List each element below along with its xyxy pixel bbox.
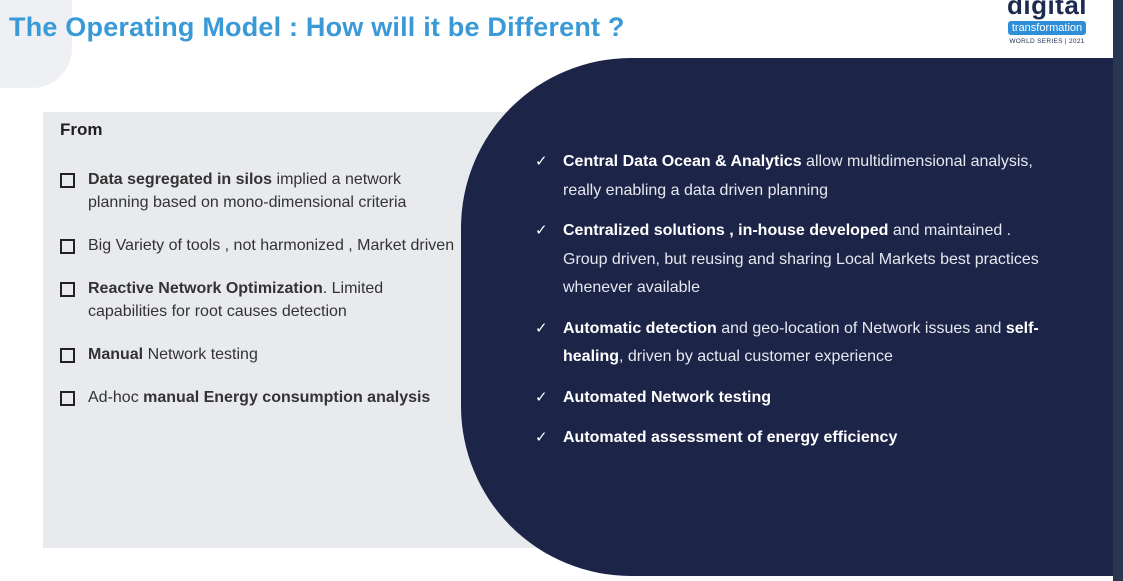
to-item-text: Central Data Ocean & Analytics allow mul…: [563, 148, 1055, 205]
from-item-bold: manual Energy consumption analysis: [143, 389, 431, 406]
to-heading: To: [481, 74, 501, 93]
checkmark-icon: ✓: [535, 222, 548, 239]
checkmark-icon: ✓: [535, 153, 548, 170]
from-item: Data segregated in silos implied a netwo…: [60, 168, 460, 214]
checkbox-icon: [60, 348, 75, 363]
from-item-text: Big Variety of tools , not harmonized , …: [88, 234, 454, 257]
slide-title: The Operating Model : How will it be Dif…: [9, 12, 625, 42]
to-item-bold: self-healing: [563, 319, 1039, 366]
checkbox-icon: [60, 239, 75, 254]
from-item-bold: Data segregated in silos: [88, 171, 273, 188]
event-logo: digital transformation WORLD SERIES | 20…: [1001, 0, 1093, 45]
checkbox-icon: [60, 391, 75, 406]
to-item: ✓ Automated assessment of energy efficien…: [535, 424, 1055, 453]
to-item-bold: Centralized solutions , in-house develop…: [563, 222, 889, 239]
to-item-rest: and geo-location of Network issues and: [716, 319, 1006, 337]
from-item: Ad-hoc manual Energy consumption analysi…: [60, 386, 460, 409]
logo-word: digital: [1006, 0, 1088, 20]
checkbox-icon: [60, 173, 75, 188]
to-item-bold: Automated Network testing: [563, 388, 772, 406]
to-item-text: Automatic detection and geo-location of …: [563, 315, 1055, 372]
checkbox-icon: [60, 282, 75, 297]
from-item-rest: Network testing: [143, 346, 258, 363]
corner-decoration: [0, 0, 72, 88]
to-item: ✓ Centralized solutions , in-house develo…: [535, 217, 1055, 303]
from-item-text: Ad-hoc manual Energy consumption analysi…: [88, 386, 430, 409]
from-item: Reactive Network Optimization. Limited c…: [60, 277, 460, 323]
to-item-bold: Central Data Ocean & Analytics: [563, 153, 802, 170]
checkmark-icon: ✓: [535, 429, 548, 446]
from-item: Big Variety of tools , not harmonized , …: [60, 234, 460, 257]
from-item-rest: . Limited capabilities for root causes d…: [88, 280, 384, 320]
to-item-text: Automated assessment of energy efficienc…: [563, 424, 897, 453]
from-item-bold: Manual: [88, 346, 144, 363]
to-item: ✓ Automated Network testing: [535, 384, 1055, 413]
from-item-bold: Reactive Network Optimization: [88, 280, 323, 297]
from-item-rest: Big Variety of tools , not harmonized , …: [88, 237, 455, 254]
to-item-bold: Automated assessment of energy efficienc…: [563, 429, 898, 446]
checkmark-icon: ✓: [535, 319, 548, 337]
from-item-text: Data segregated in silos implied a netwo…: [88, 168, 460, 214]
from-item-rest: implied a network planning based on mono…: [88, 171, 407, 211]
from-item-text: Reactive Network Optimization. Limited c…: [88, 277, 460, 323]
to-item-rest: allow multidimensional analysis, really …: [563, 153, 1033, 199]
from-list: Data segregated in silos implied a netwo…: [60, 168, 460, 429]
from-heading: From: [60, 120, 103, 139]
to-item-rest: and maintained . Group driven, but reusi…: [563, 222, 1039, 296]
right-edge-strip: [1113, 0, 1123, 581]
to-item-bold: Automatic detection: [563, 319, 717, 337]
checkmark-icon: ✓: [535, 388, 548, 406]
to-item: ✓ Automatic detection and geo-location of…: [535, 315, 1055, 372]
from-item-text: Manual Network testing: [88, 343, 258, 366]
logo-pill: transformation: [1007, 21, 1087, 35]
logo-subtitle: WORLD SERIES | 2021: [1009, 38, 1085, 45]
to-item-text: Centralized solutions , in-house develop…: [563, 217, 1055, 303]
to-panel: [461, 58, 1113, 576]
from-item: Manual Network testing: [60, 343, 460, 366]
to-item-text: Automated Network testing: [563, 384, 771, 413]
to-item: ✓ Central Data Ocean & Analytics allow mu…: [535, 148, 1055, 205]
to-list: ✓ Central Data Ocean & Analytics allow mu…: [535, 148, 1055, 465]
to-item-rest: , driven by actual customer experience: [619, 348, 893, 365]
from-item-lead: Ad-hoc: [88, 389, 144, 406]
